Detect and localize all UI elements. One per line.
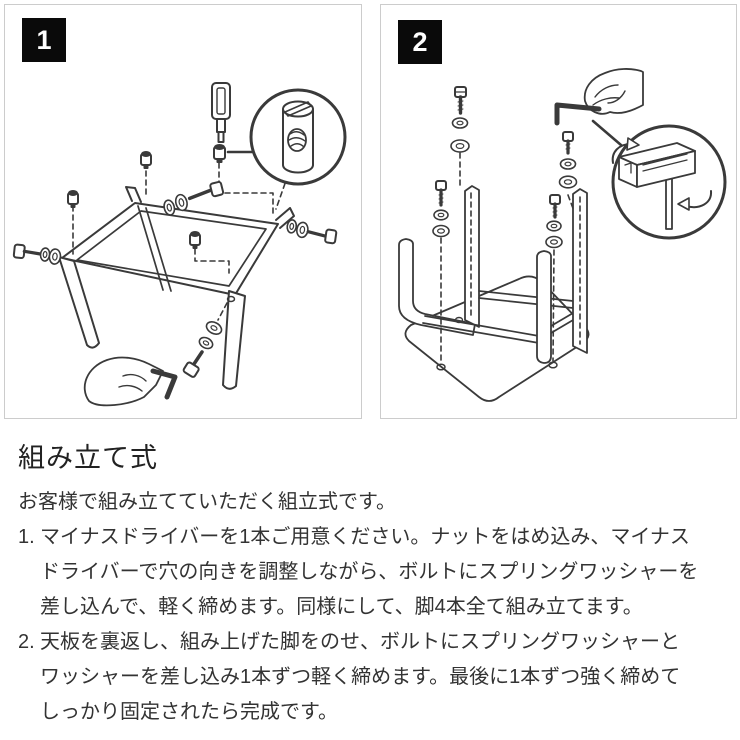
bolt-with-washers-icon bbox=[182, 321, 223, 378]
hand-with-hex-key-icon bbox=[554, 68, 644, 126]
assembly-guide-lines bbox=[440, 152, 581, 364]
step-2-diagram-panel: 2 bbox=[380, 4, 737, 419]
rotate-arrow-icon bbox=[611, 137, 640, 164]
step-number: 1. bbox=[18, 526, 35, 548]
step-2-diagram bbox=[398, 68, 727, 402]
bolt-with-washers-icon bbox=[286, 219, 338, 245]
hand-with-hex-key-icon bbox=[83, 356, 178, 407]
bolt-with-washers-icon bbox=[163, 180, 225, 216]
step-line: 差し込んで、軽く締めます。同様にして、脚4本全て組み立てます。 bbox=[40, 596, 643, 618]
barrel-nut-icon bbox=[67, 190, 79, 208]
step-2-text: 2. 天板を裏返し、組み上げた脚をのせ、ボルトにスプリングワッシャーと ワッシャ… bbox=[18, 625, 722, 730]
step-number-badge: 1 bbox=[22, 18, 66, 62]
step-1-text: 1. マイナスドライバーを1本ご用意ください。ナットをはめ込み、マイナス ドライ… bbox=[18, 520, 722, 625]
barrel-nut-icon bbox=[189, 231, 201, 249]
step-1-diagram bbox=[12, 82, 347, 407]
exploded-leg-frame bbox=[58, 186, 295, 390]
slot-detail bbox=[284, 101, 312, 117]
bolt-with-washers-icon bbox=[545, 194, 563, 249]
magnified-barrel-nut-detail bbox=[249, 88, 347, 186]
step-line: しっかり固定されたら完成です。 bbox=[40, 701, 338, 723]
step-line: 天板を裏返し、組み上げた脚をのせ、ボルトにスプリングワッシャーと bbox=[40, 631, 680, 653]
detail-leader-line bbox=[591, 119, 623, 147]
barrel-nut-icon bbox=[213, 144, 226, 163]
assembly-guide-lines bbox=[72, 162, 289, 321]
threaded-hole-detail bbox=[288, 131, 306, 148]
page-title: 組み立て式 bbox=[18, 443, 158, 473]
step-line: ワッシャーを差し込み1本ずつ軽く締めます。最後に1本ずつ強く締めて bbox=[40, 666, 681, 688]
instruction-text: お客様で組み立てていただく組立式です。 1. マイナスドライバーを1本ご用意くだ… bbox=[18, 485, 722, 730]
bolt-with-washers-icon bbox=[450, 86, 470, 153]
step-line: マイナスドライバーを1本ご用意ください。ナットをはめ込み、マイナス bbox=[40, 526, 690, 548]
barrel-nut-block bbox=[618, 142, 696, 188]
step-1-diagram-panel: 1 bbox=[4, 4, 362, 419]
assembly-instructions: 組み立て式 お客様で組み立てていただく組立式です。 1. マイナスドライバーを1… bbox=[18, 443, 722, 730]
step-line: ドライバーで穴の向きを調整しながら、ボルトにスプリングワッシャーを bbox=[40, 561, 699, 583]
table-top-panel bbox=[404, 275, 590, 402]
bolt-with-washers-icon bbox=[558, 131, 578, 189]
magnified-hex-key-turning-detail bbox=[611, 124, 727, 240]
bolt-with-washers-icon bbox=[432, 180, 450, 238]
intro-line: お客様で組み立てていただく組立式です。 bbox=[18, 491, 396, 513]
flat-head-screwdriver-icon bbox=[211, 82, 231, 143]
bolt-with-washers-icon bbox=[12, 243, 62, 265]
step-number-badge: 2 bbox=[398, 20, 442, 64]
barrel-nut-icon bbox=[140, 151, 152, 169]
rotate-arrow-icon bbox=[677, 190, 713, 211]
step-number: 2. bbox=[18, 631, 35, 653]
